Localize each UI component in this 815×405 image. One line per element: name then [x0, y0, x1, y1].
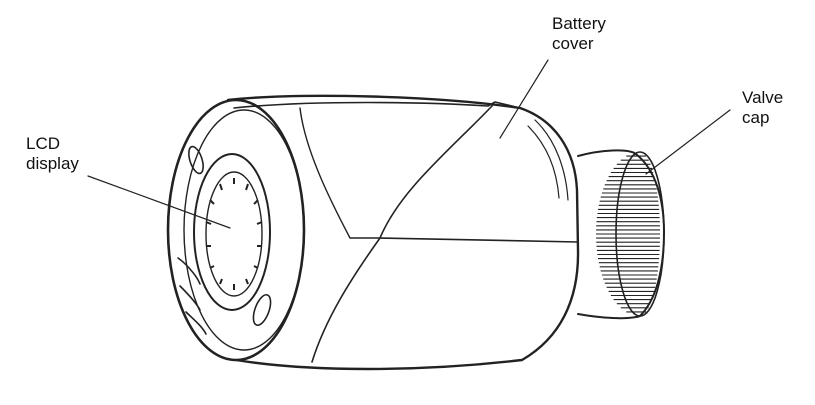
lcd-leader-line: [87, 175, 231, 229]
front-face-rim: [183, 109, 305, 351]
valve-cap-knurling: [596, 155, 660, 313]
battery-cover-seam-inner: [299, 107, 381, 239]
top-slot: [188, 145, 204, 175]
thermostat-body: [166, 94, 580, 371]
lcd-screen: [205, 171, 263, 297]
button-middle: [179, 285, 201, 311]
cover-highlight-2: [527, 125, 560, 199]
battery-leader-line: [499, 59, 549, 139]
battery-cover-label: Battery cover: [552, 14, 606, 53]
body-top-edge: [233, 101, 521, 109]
battery-cover-seam-diagonal: [311, 105, 493, 363]
bottom-slot: [252, 293, 272, 327]
valve-leader-line: [645, 109, 731, 175]
cover-highlight-1: [534, 119, 569, 201]
lcd-ticks: [205, 178, 263, 290]
battery-cover-seam-horizontal: [379, 237, 579, 243]
button-up: [177, 257, 201, 285]
valve-cap-part: [577, 149, 665, 320]
lcd-bezel: [193, 153, 271, 311]
leader-lines: [87, 59, 731, 229]
lcd-display-label: LCD display: [26, 134, 79, 173]
valve-cap-label: Valve cap: [742, 88, 784, 127]
button-down: [185, 311, 207, 335]
body-outline: [226, 94, 580, 371]
